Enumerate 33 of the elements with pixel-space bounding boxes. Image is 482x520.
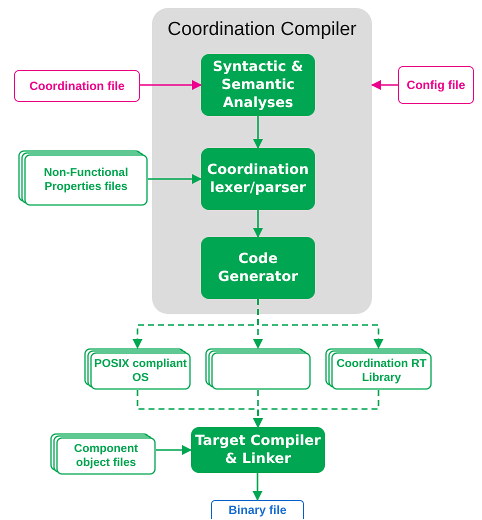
box-label: Coordination file — [29, 78, 125, 95]
arrow — [252, 473, 262, 501]
box-label: Target Compiler & Linker — [195, 432, 321, 468]
box-label: Binary file — [228, 502, 287, 519]
file-stack — [325, 348, 432, 390]
arrow — [257, 299, 384, 349]
group-title: Coordination Compiler — [167, 18, 357, 42]
file-stack — [18, 150, 148, 206]
box-label: Coordination RT Library — [335, 356, 428, 384]
box-label: Syntactic & Semantic Analyses — [212, 58, 304, 112]
box-label: Config file — [406, 77, 466, 94]
input-box — [14, 70, 140, 102]
arrow — [156, 445, 192, 455]
file-stack — [50, 433, 156, 475]
file-stack — [84, 348, 191, 390]
box-label: Non-Functional Properties files — [42, 166, 130, 194]
arrow — [253, 390, 380, 428]
output-box — [211, 500, 304, 519]
box-label: Code Generator — [216, 250, 299, 286]
process-box — [201, 54, 315, 116]
box-label: Coordination lexer/parser — [206, 161, 310, 197]
process-box — [201, 148, 315, 210]
arrow — [371, 80, 398, 90]
box-label: POSIX compliant OS — [93, 356, 188, 384]
arrow — [148, 174, 202, 184]
arrow — [140, 80, 202, 90]
box-label: Component object files — [73, 442, 139, 470]
compiler-group — [152, 8, 372, 314]
input-box — [398, 66, 474, 104]
file-stack — [205, 348, 311, 390]
process-box — [201, 237, 315, 299]
arrow — [253, 210, 263, 238]
arrow — [253, 116, 263, 149]
